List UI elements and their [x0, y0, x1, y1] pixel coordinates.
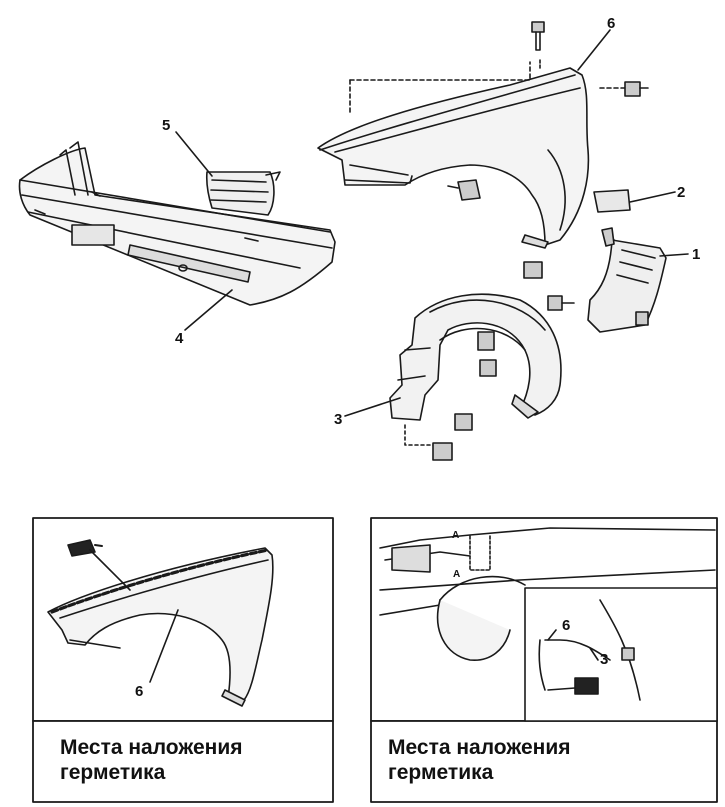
front-fender	[317, 57, 626, 249]
inset-callout-fender: 6	[562, 617, 570, 634]
callout-bumper: 4	[175, 330, 184, 347]
detail-panel-left	[32, 517, 334, 803]
fender-mid-bolt-icon	[447, 179, 481, 201]
detail-left-caption-line2: герметика	[60, 761, 166, 784]
detail-left-caption: Места наложения герметика	[60, 735, 243, 785]
front-bumper	[18, 141, 336, 306]
detail-left-callout-fender: 6	[135, 683, 143, 700]
callout-small-cover: 2	[677, 184, 685, 201]
liner-clip-icon	[477, 331, 497, 377]
detail-left-caption-line1: Места наложения	[60, 736, 243, 759]
detail-panel-right	[370, 517, 718, 803]
fender-side-bolt-icon	[624, 81, 649, 97]
mudguard-flap	[587, 229, 667, 333]
liner-bolt-icon	[547, 295, 575, 311]
detail-right-marker-a-bottom: A	[453, 569, 460, 580]
leader-fender	[577, 29, 611, 71]
detail-right-caption-line2: герметика	[388, 761, 494, 784]
leader-mudguard	[659, 253, 689, 257]
detail-right-caption: Места наложения герметика	[388, 735, 571, 785]
callout-wheel-liner: 3	[334, 411, 342, 428]
fender-top-bolt-icon	[531, 21, 545, 51]
leader-turn-signal	[175, 131, 213, 177]
detail-right-marker-a-top: A	[452, 530, 459, 541]
sealant-tube-icon-left	[94, 544, 103, 547]
fender-small-cover	[593, 189, 631, 213]
detail-right-caption-line1: Места наложения	[388, 736, 571, 759]
callout-turn-signal: 5	[162, 117, 170, 134]
liner-bottom-bolt-icon	[432, 413, 473, 461]
turn-signal-lamp	[205, 171, 281, 216]
leader-small-cover	[629, 191, 676, 203]
leader-bumper	[184, 289, 233, 331]
callout-mudguard: 1	[692, 246, 700, 263]
flap-screw-icon	[635, 311, 649, 326]
inset-callout-liner: 3	[600, 651, 608, 668]
callout-fender: 6	[607, 15, 615, 32]
leader-wheel-liner	[344, 397, 401, 417]
flap-clip-icon	[601, 227, 615, 247]
wheel-liner	[389, 293, 562, 446]
lower-bolt-icon	[523, 261, 543, 279]
